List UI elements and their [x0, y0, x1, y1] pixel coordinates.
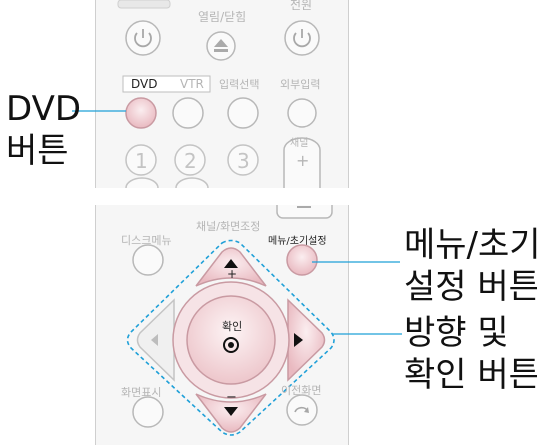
- label-power-right: 전원: [290, 0, 313, 12]
- menu-reset-callout: 메뉴/초기 설정 버튼: [404, 224, 537, 308]
- label-prev-screen: 이전화면: [281, 384, 322, 397]
- power-button-right[interactable]: [284, 20, 320, 56]
- menu-reset-button[interactable]: [286, 244, 318, 276]
- dvd-button[interactable]: [125, 97, 157, 129]
- number-button-2[interactable]: [174, 144, 206, 176]
- up-arrow-button[interactable]: [195, 247, 267, 287]
- channel-plus-label: +: [296, 151, 310, 170]
- label-disc-menu: 디스크메뉴: [121, 234, 172, 247]
- number-1-label: 1: [135, 149, 148, 173]
- mode-dvd-label: DVD: [131, 77, 158, 91]
- confirm-button[interactable]: [223, 337, 239, 353]
- previous-screen-button[interactable]: [286, 394, 318, 426]
- label-plus: +: [227, 267, 238, 281]
- label-channel-screen: 채널/화면조정: [196, 220, 261, 233]
- label-menu-reset: 메뉴/초기설정: [268, 236, 327, 247]
- menu-callout-line-2: 설정 버튼: [404, 267, 537, 307]
- channel-rocker[interactable]: [283, 137, 321, 188]
- dvd-callout-line-1: DVD: [6, 89, 82, 129]
- label-channel: 채널: [290, 138, 309, 149]
- power-button-left[interactable]: [125, 20, 161, 56]
- label-confirm: 확인: [222, 320, 243, 333]
- external-input-button[interactable]: [287, 98, 317, 128]
- disc-menu-button[interactable]: [132, 244, 164, 276]
- direction-callout-line-2: 확인 버튼: [404, 355, 537, 395]
- vtr-button[interactable]: [172, 97, 204, 129]
- direction-confirm-callout: 방향 및 확인 버튼: [404, 312, 537, 396]
- input-select-button[interactable]: [227, 97, 259, 129]
- direction-callout-line-1: 방향 및: [404, 313, 509, 353]
- number-2-label: 2: [184, 149, 197, 173]
- label-minus: −: [226, 390, 237, 405]
- label-input-select: 입력선택: [219, 78, 260, 91]
- label-external-input: 외부입력: [280, 78, 321, 91]
- number-button-1[interactable]: [125, 144, 157, 176]
- number-button-3[interactable]: [227, 144, 259, 176]
- right-arrow-button[interactable]: [287, 298, 326, 382]
- number-3-label: 3: [237, 149, 250, 173]
- label-open-close: 열림/닫힘: [198, 10, 247, 24]
- direction-highlight-outline: [126, 239, 335, 436]
- eject-button[interactable]: [206, 31, 236, 61]
- menu-callout-line-1: 메뉴/초기: [404, 225, 537, 265]
- label-display: 화면표시: [121, 386, 162, 399]
- left-arrow-button[interactable]: [136, 298, 175, 382]
- display-button[interactable]: [132, 396, 164, 428]
- dvd-callout-line-2: 버튼: [6, 131, 69, 171]
- dvd-button-callout: DVD 버튼: [6, 88, 81, 172]
- mode-vtr-label: VTR: [180, 77, 204, 91]
- down-arrow-button[interactable]: [195, 393, 267, 433]
